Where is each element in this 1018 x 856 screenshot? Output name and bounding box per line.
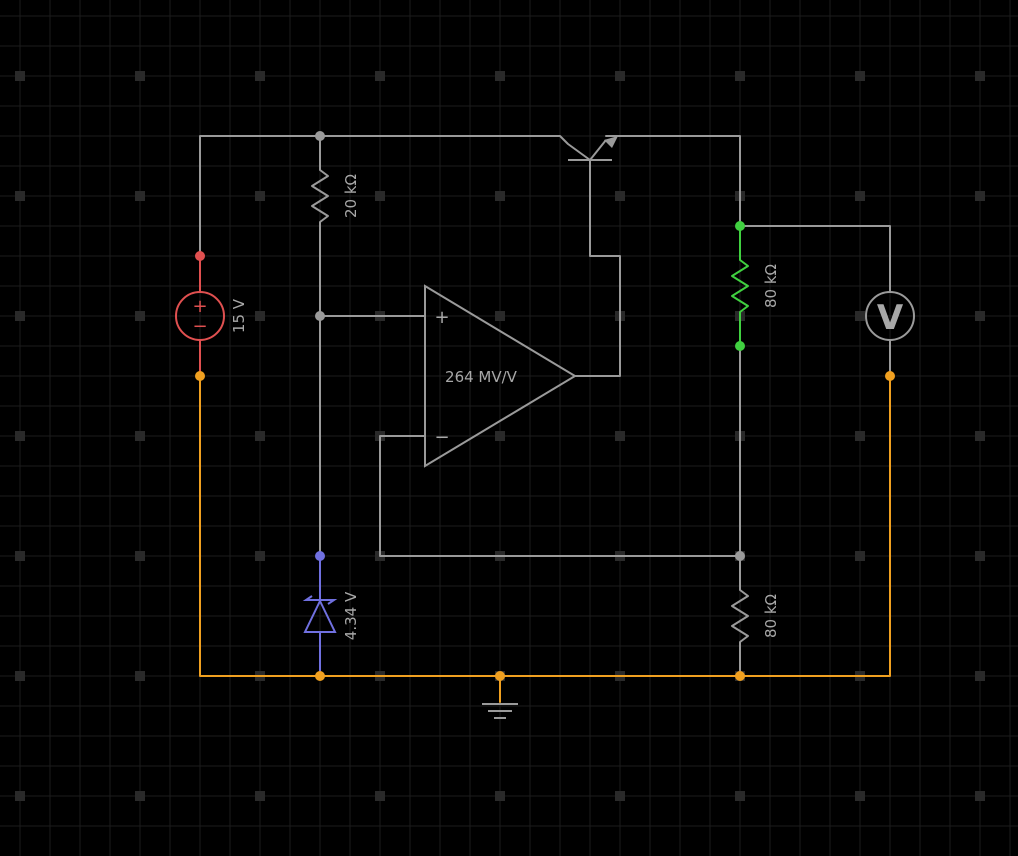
node-feedback[interactable] [735, 551, 745, 561]
zener-diode[interactable] [302, 556, 338, 676]
grid-dot [975, 671, 985, 681]
grid-dot [15, 311, 25, 321]
resistor-80k-bottom-label: 80 kΩ [762, 594, 780, 638]
node-green-top[interactable] [735, 221, 745, 231]
grid-dot [975, 191, 985, 201]
grid-dot [255, 551, 265, 561]
grid-dot [735, 71, 745, 81]
wires[interactable] [199, 135, 891, 677]
node-voltmeter-negative[interactable] [885, 371, 895, 381]
zener-triangle [303, 598, 337, 633]
grid-dot [375, 71, 385, 81]
source-minus-icon: − [192, 316, 207, 337]
opamp[interactable]: + − 264 MV/V [424, 284, 577, 468]
voltmeter-icon: V [877, 298, 904, 338]
resistor-20k-label: 20 kΩ [342, 174, 360, 218]
ground-symbol [482, 703, 518, 719]
node-source-negative[interactable] [195, 371, 205, 381]
node-zener-top[interactable] [315, 551, 325, 561]
opamp-minus-input-icon: − [434, 427, 449, 448]
grid-dot [135, 191, 145, 201]
grid-dot [855, 311, 865, 321]
grid-dot [255, 431, 265, 441]
grid-dot [255, 191, 265, 201]
wire-ground-rail[interactable] [199, 375, 891, 677]
grid-dot [135, 791, 145, 801]
grid-dot [495, 191, 505, 201]
grid-dot [255, 311, 265, 321]
grid-dot [15, 671, 25, 681]
grid-dot [615, 431, 625, 441]
grid-dot [855, 791, 865, 801]
zener-label: 4.34 V [342, 591, 360, 640]
grid-dot [615, 191, 625, 201]
wire-feedback[interactable] [379, 435, 741, 557]
grid-dot [975, 71, 985, 81]
grid-dot [975, 431, 985, 441]
resistor-80k-mid-label: 80 kΩ [762, 264, 780, 308]
grid-dot [255, 791, 265, 801]
grid-dot [15, 551, 25, 561]
node-ground-center[interactable] [495, 671, 505, 681]
resistor-80k-bottom[interactable] [731, 585, 749, 647]
grid-dot [975, 551, 985, 561]
opamp-plus-input-icon: + [434, 307, 449, 328]
wire-opamp-output[interactable] [574, 159, 621, 377]
grid-dot [375, 791, 385, 801]
ground-wires[interactable] [199, 375, 891, 703]
grid-dot [975, 791, 985, 801]
grid-dot [855, 551, 865, 561]
voltmeter[interactable]: V [865, 291, 915, 341]
grid-dot [855, 431, 865, 441]
grid-dot [855, 191, 865, 201]
pnp-transistor[interactable] [568, 136, 618, 161]
node-ground-right[interactable] [735, 671, 745, 681]
grid-dot [615, 71, 625, 81]
wire-top-right[interactable] [605, 135, 741, 227]
grid-dot [15, 191, 25, 201]
resistor-80k-mid[interactable] [731, 255, 749, 317]
node-green-bottom[interactable] [735, 341, 745, 351]
grid-dot [135, 71, 145, 81]
grid-dot [135, 431, 145, 441]
grid-dot [495, 431, 505, 441]
grid-dot [855, 71, 865, 81]
nodes[interactable] [195, 131, 895, 681]
node-top-rail[interactable] [315, 131, 325, 141]
grid-dot [735, 791, 745, 801]
wire-top-rail[interactable] [199, 135, 591, 257]
node-ground-zener[interactable] [315, 671, 325, 681]
opamp-gain-label: 264 MV/V [445, 368, 518, 386]
grid-dot [15, 791, 25, 801]
grid-dot [495, 71, 505, 81]
grid-dot [375, 191, 385, 201]
source-plus-icon: + [192, 296, 207, 317]
grid-dot [255, 71, 265, 81]
grid-dot [615, 791, 625, 801]
grid-dot [135, 551, 145, 561]
grid-dot [15, 71, 25, 81]
node-plus-input[interactable] [315, 311, 325, 321]
voltage-source-label: 15 V [230, 298, 248, 333]
wire-voltmeter-top[interactable] [739, 225, 891, 293]
node-source-positive[interactable] [195, 251, 205, 261]
grid-dot [15, 431, 25, 441]
grid-dot [135, 671, 145, 681]
resistor-20k[interactable] [311, 165, 329, 227]
grid-dot [975, 311, 985, 321]
grid-dot [495, 791, 505, 801]
grid-dot [135, 311, 145, 321]
grid-dot [495, 311, 505, 321]
emitter-arrow-icon [604, 136, 618, 148]
voltage-source[interactable]: + − [175, 255, 225, 377]
